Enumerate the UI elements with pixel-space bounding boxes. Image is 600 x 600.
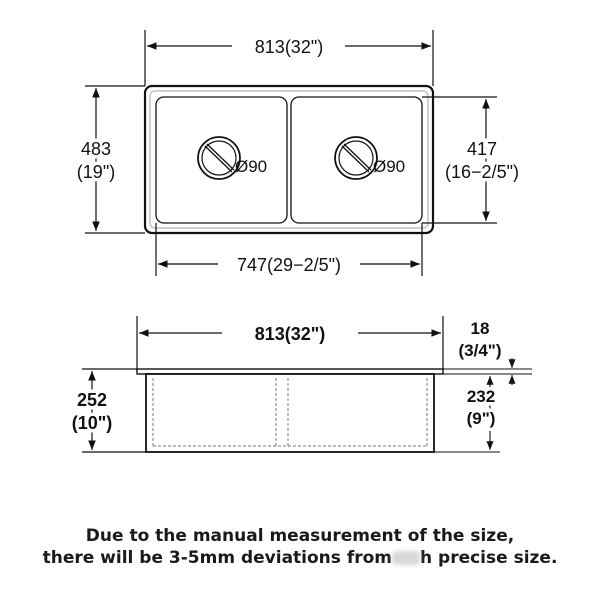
right-height-mm: 417 [467,139,497,159]
flange-in: (3/4") [458,341,501,360]
flange-mm: 18 [471,319,490,338]
bowl-depth-in: (9") [467,409,496,428]
left-drain-icon [197,136,241,180]
inner-width-label: 747(29−2/5") [237,255,341,275]
deviation-note-line2-end: h precise size. [420,548,558,568]
left-drain-label: Ø90 [235,157,267,176]
side-view: 813(32") 252 (10") 18 (3/4") 232 (9") [68,316,532,453]
deviation-note-line2: there will be 3-5mm deviations from h pre… [0,547,600,569]
side-width-label: 813(32") [255,324,326,344]
side-body [145,373,435,453]
right-drain-label: Ø90 [373,157,405,176]
left-height-in: (19") [77,162,115,182]
sink-rim-shadow [149,90,429,229]
deviation-note-line2-start: there will be 3-5mm deviations from [42,548,392,568]
top-width-label: 813(32") [255,37,323,57]
depth-in: (10") [72,413,113,433]
bowl-depth-mm: 232 [467,387,495,406]
top-view: 813(32") Ø90 Ø90 483 (19") [73,30,522,276]
right-drain-icon [334,136,378,180]
deviation-note-line1: Due to the manual measurement of the siz… [85,526,515,546]
right-height-in: (16−2/5") [445,162,519,182]
blurred-text-mark [392,551,420,565]
depth-mm: 252 [77,390,107,410]
left-height-mm: 483 [81,139,111,159]
